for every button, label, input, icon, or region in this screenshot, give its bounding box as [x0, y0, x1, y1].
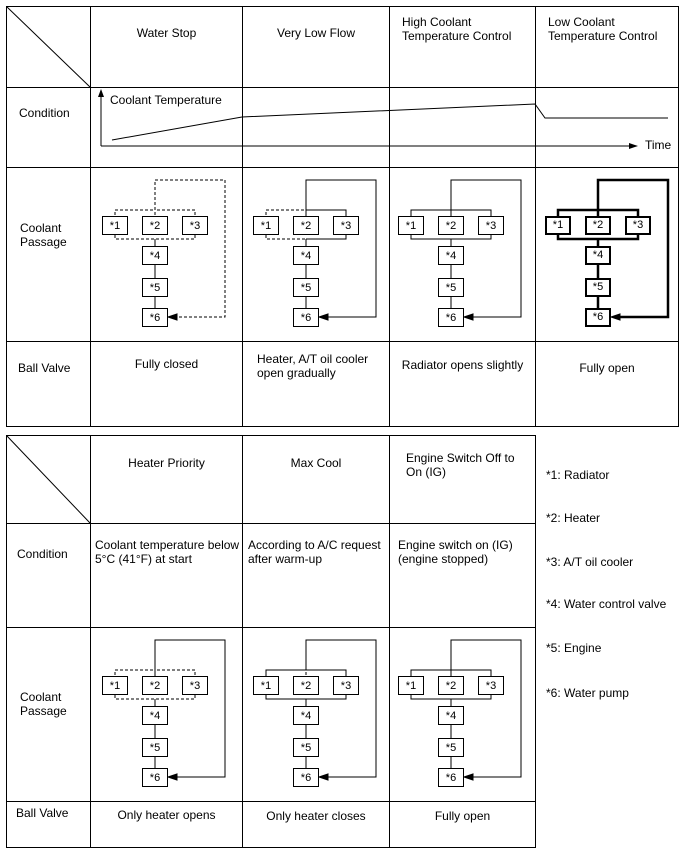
very-low-flow-flow-arrow: [317, 313, 329, 321]
row2-label-coolant-passage: Coolant Passage: [20, 690, 67, 718]
engine-switch-water-pump-box: *6: [438, 768, 464, 787]
ball-valve-low-temp: Fully open: [579, 361, 635, 375]
ball-valve-engine-switch: Fully open: [434, 809, 491, 823]
engine-switch-engine-box: *5: [438, 738, 464, 757]
low-temp-heater-box: *2: [585, 216, 611, 235]
water-stop-engine-box: *5: [142, 278, 168, 297]
high-temp-engine-box: *5: [438, 278, 464, 297]
coolant-temperature-graph: [98, 89, 668, 149]
very-low-flow-engine-box: *5: [293, 278, 319, 297]
max-cool-heater-box: *2: [293, 676, 319, 695]
legend-water-pump: *6: Water pump: [546, 686, 629, 700]
max-cool-water-control-valve-box: *4: [293, 706, 319, 725]
heater-priority-at-oil-cooler-box: *3: [182, 676, 208, 695]
header-heater-priority: Heater Priority: [128, 456, 205, 470]
engine-switch-heater-box: *2: [438, 676, 464, 695]
heater-priority-water-control-valve-box: *4: [142, 706, 168, 725]
heater-priority-return-line: [154, 639, 226, 778]
engine-switch-radiator-box: *1: [398, 676, 424, 695]
heater-priority-heater-box: *2: [142, 676, 168, 695]
ball-valve-very-low-flow: Heater, A/T oil cooler open gradually: [257, 352, 369, 380]
engine-switch-water-control-valve-box: *4: [438, 706, 464, 725]
max-cool-flow-arrow: [317, 773, 329, 781]
graph-y-label: Coolant Temperature: [110, 93, 222, 107]
water-stop-radiator-line: [114, 225, 155, 240]
header-water-stop: Water Stop: [136, 26, 197, 40]
legend-at-oil-cooler: *3: A/T oil cooler: [546, 555, 634, 569]
condition-max-cool: According to A/C request after warm-up: [248, 538, 381, 566]
ball-valve-max-cool: Only heater closes: [266, 809, 366, 823]
row-label-coolant-passage: Coolant Passage: [20, 221, 67, 249]
water-stop-flow-arrow: [166, 313, 178, 321]
low-temp-radiator-box: *1: [545, 216, 571, 235]
low-temp-at-oil-cooler-box: *3: [625, 216, 651, 235]
heater-priority-flow-arrow: [166, 773, 178, 781]
low-temp-water-pump-box: *6: [585, 308, 611, 327]
legend-engine: *5: Engine: [546, 641, 602, 655]
water-stop-cooler-line: [155, 225, 196, 240]
header-high-coolant-temp: High Coolant Temperature Control: [402, 15, 512, 43]
row2-label-ball-valve: Ball Valve: [16, 806, 69, 820]
header-max-cool: Max Cool: [290, 456, 342, 470]
very-low-flow-heater-box: *2: [293, 216, 319, 235]
very-low-flow-return-line: [305, 179, 377, 318]
low-temp-return-line: [596, 178, 670, 319]
water-stop-at-oil-cooler-box: *3: [182, 216, 208, 235]
row-label-ball-valve: Ball Valve: [18, 361, 71, 375]
condition-engine-switch: Engine switch on (IG) (engine stopped): [398, 538, 513, 566]
condition-heater-priority: Coolant temperature below 5°C (41°F) at …: [95, 538, 240, 566]
high-temp-return-line: [450, 179, 522, 318]
header-engine-switch: Engine Switch Off to On (IG): [406, 451, 515, 479]
legend-radiator: *1: Radiator: [546, 468, 610, 482]
high-temp-water-control-valve-box: *4: [438, 246, 464, 265]
high-temp-radiator-box: *1: [398, 216, 424, 235]
ball-valve-high-temp: Radiator opens slightly: [401, 358, 524, 372]
very-low-flow-water-pump-box: *6: [293, 308, 319, 327]
header-low-coolant-temp: Low Coolant Temperature Control: [548, 15, 658, 43]
water-stop-return-line: [154, 179, 226, 318]
engine-switch-flow-arrow: [462, 773, 474, 781]
low-temp-engine-box: *5: [585, 278, 611, 297]
very-low-flow-water-control-valve-box: *4: [293, 246, 319, 265]
heater-priority-radiator-box: *1: [102, 676, 128, 695]
heater-priority-radiator-line: [114, 685, 155, 700]
row-label-condition: Condition: [19, 106, 70, 120]
max-cool-engine-box: *5: [293, 738, 319, 757]
engine-switch-return-line: [450, 639, 522, 778]
graph-x-label: Time: [645, 138, 672, 152]
max-cool-radiator-box: *1: [253, 676, 279, 695]
very-low-flow-at-oil-cooler-box: *3: [333, 216, 359, 235]
low-temp-water-control-valve-box: *4: [585, 246, 611, 265]
high-temp-heater-box: *2: [438, 216, 464, 235]
water-stop-water-control-valve-box: *4: [142, 246, 168, 265]
high-temp-water-pump-box: *6: [438, 308, 464, 327]
ball-valve-heater-priority: Only heater opens: [117, 808, 216, 822]
high-temp-at-oil-cooler-box: *3: [478, 216, 504, 235]
legend-heater: *2: Heater: [546, 511, 601, 525]
very-low-flow-radiator-box: *1: [253, 216, 279, 235]
ball-valve-water-stop: Fully closed: [134, 357, 199, 371]
very-low-flow-radiator-line: [265, 225, 306, 240]
max-cool-water-pump-box: *6: [293, 768, 319, 787]
heater-priority-engine-box: *5: [142, 738, 168, 757]
low-temp-flow-arrow: [609, 313, 621, 321]
engine-switch-at-oil-cooler-box: *3: [478, 676, 504, 695]
header-very-low-flow: Very Low Flow: [276, 26, 356, 40]
heater-priority-cooler-line: [155, 685, 196, 700]
max-cool-return-line: [305, 639, 377, 778]
max-cool-at-oil-cooler-box: *3: [333, 676, 359, 695]
heater-priority-water-pump-box: *6: [142, 768, 168, 787]
water-stop-water-pump-box: *6: [142, 308, 168, 327]
row2-label-condition: Condition: [17, 547, 68, 561]
water-stop-heater-box: *2: [142, 216, 168, 235]
high-temp-flow-arrow: [462, 313, 474, 321]
water-stop-radiator-box: *1: [102, 216, 128, 235]
legend-water-control-valve: *4: Water control valve: [546, 597, 667, 611]
